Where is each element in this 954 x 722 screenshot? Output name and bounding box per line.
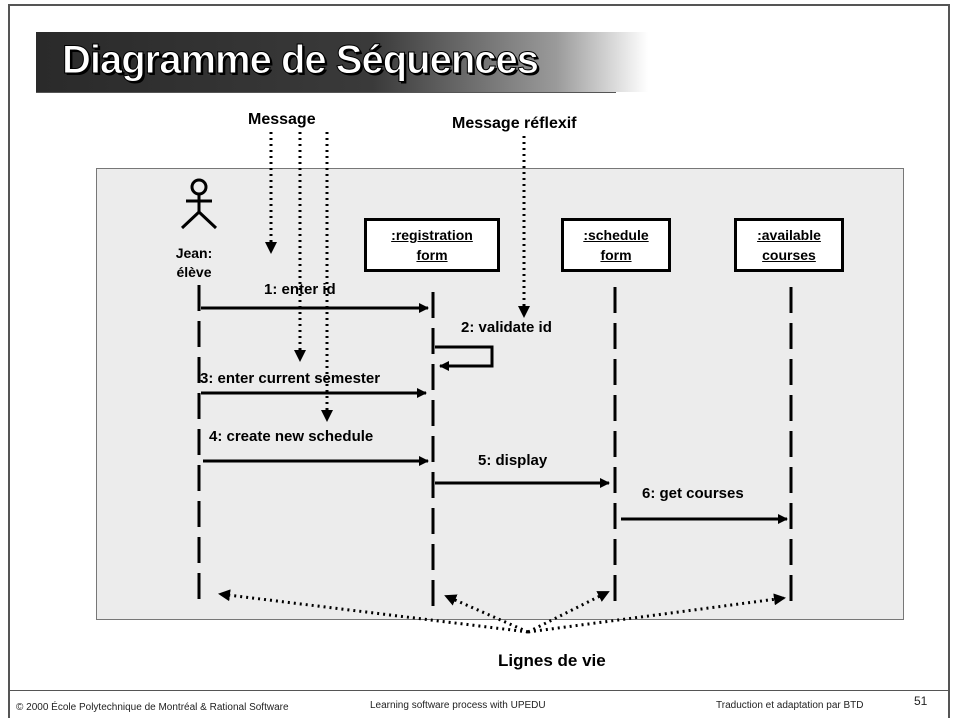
- footer-course: Learning software process with UPEDU: [370, 700, 546, 711]
- message-label-3: 3: enter current semester: [200, 370, 381, 387]
- message-arrow-2-reflexive: [435, 345, 494, 371]
- object-label-line2: form: [600, 247, 632, 263]
- slide-title: Diagramme de Séquences: [62, 38, 540, 83]
- object-schedule-form: :schedule form: [561, 218, 671, 272]
- title-bar: [36, 32, 648, 92]
- annotation-pointer-lifeline-actor: [218, 589, 529, 634]
- page-number: 51: [914, 694, 928, 708]
- object-label-line2: courses: [762, 247, 816, 263]
- actor-name-line2: élève: [176, 264, 212, 280]
- object-label-line1: :registration: [391, 227, 473, 243]
- actor-name: Jean: élève: [164, 244, 224, 282]
- message-label-5: 5: display: [478, 452, 548, 469]
- annotation-label-message: Message: [248, 111, 316, 128]
- message-label-2: 2: validate id: [461, 319, 552, 336]
- annotation-pointer-lifeline-registration: [444, 594, 529, 634]
- object-label-line2: form: [416, 247, 448, 263]
- slide-frame: [8, 4, 950, 718]
- object-label-line1: :schedule: [583, 227, 649, 243]
- footer-divider: [8, 690, 950, 691]
- annotation-label-lifelines: Lignes de vie: [498, 651, 606, 670]
- actor-name-line1: Jean:: [175, 245, 213, 261]
- message-label-1: 1: enter id: [264, 281, 336, 298]
- actor-stick-figure-icon: [180, 178, 218, 230]
- footer-credit: Traduction et adaptation par BTD: [716, 700, 864, 711]
- title-underline: [36, 92, 616, 93]
- object-registration-form: :registration form: [364, 218, 500, 272]
- message-label-4: 4: create new schedule: [209, 428, 374, 445]
- footer-copyright: © 2000 École Polytechnique de Montréal &…: [16, 702, 289, 713]
- annotation-pointer-lifeline-courses: [527, 593, 786, 634]
- object-label-line1: :available: [757, 227, 821, 243]
- message-label-6: 6: get courses: [642, 485, 744, 502]
- annotation-label-reflexive-message: Message réflexif: [452, 115, 577, 132]
- object-available-courses: :available courses: [734, 218, 844, 272]
- annotation-pointer-lifeline-schedule: [527, 590, 610, 634]
